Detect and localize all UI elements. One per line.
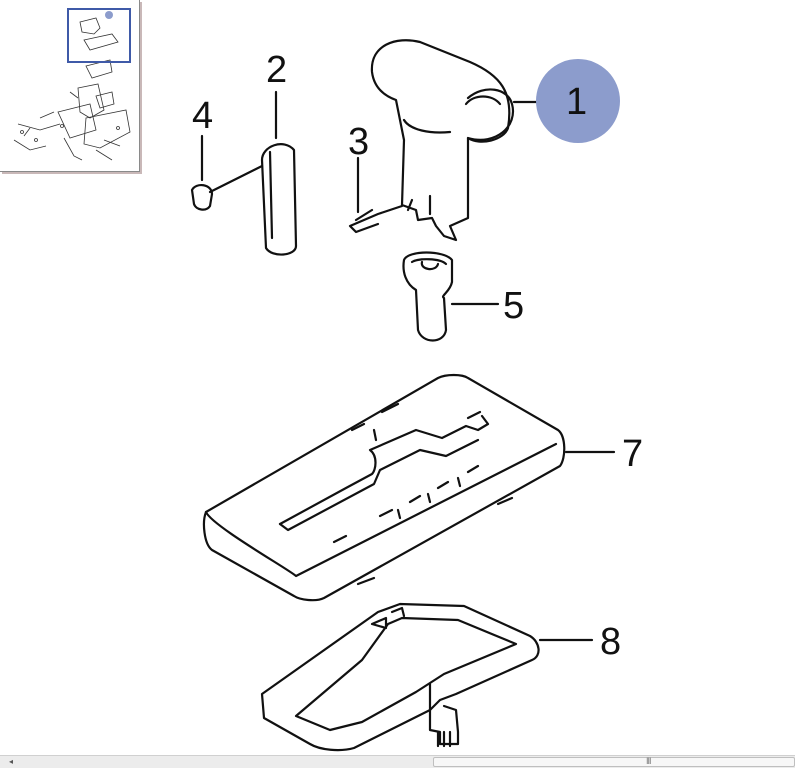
scrollbar-thumb[interactable]: III <box>433 756 795 767</box>
callout-4[interactable]: 4 <box>192 95 213 137</box>
scrollbar-grip-icon: III <box>646 756 651 766</box>
highlight-marker <box>536 59 620 143</box>
callout-2[interactable]: 2 <box>266 49 287 91</box>
part-5-knob-insert[interactable] <box>402 251 454 342</box>
scroll-left-arrow-icon[interactable]: ◂ <box>8 757 13 766</box>
horizontal-scrollbar[interactable]: ◂ III <box>0 755 795 768</box>
thumbnail-viewport-frame[interactable] <box>67 8 131 63</box>
overview-thumbnail[interactable] <box>0 0 140 172</box>
part-3-clip[interactable] <box>348 204 404 234</box>
part-2-trim-strip[interactable] <box>260 143 298 256</box>
part-4-cap[interactable] <box>190 184 214 211</box>
thumbnail-highlight-dot <box>105 11 113 19</box>
callout-3[interactable]: 3 <box>348 121 369 163</box>
thumbnail-drawing <box>13 17 131 161</box>
callout-1[interactable]: 1 <box>566 81 587 123</box>
callout-5[interactable]: 5 <box>503 285 524 327</box>
part-7-gate-cover[interactable] <box>202 373 566 602</box>
part-1-knob-housing[interactable] <box>370 39 515 242</box>
leader-lines <box>200 90 616 642</box>
part-8-base-gasket[interactable] <box>260 602 540 752</box>
callout-8[interactable]: 8 <box>600 621 621 663</box>
callout-7[interactable]: 7 <box>622 433 643 475</box>
